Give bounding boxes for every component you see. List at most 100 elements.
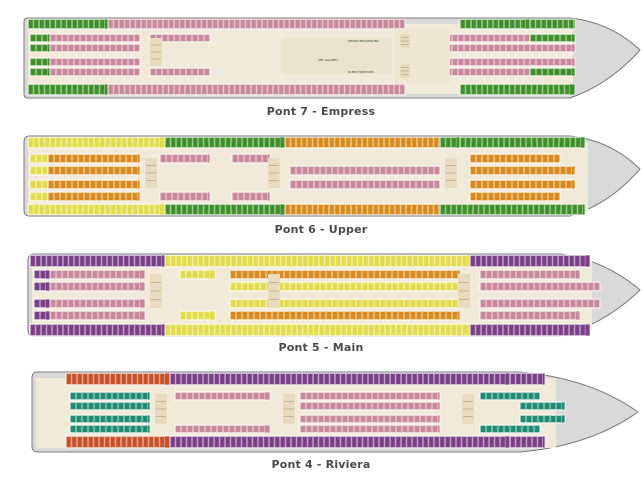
cabin [134, 68, 140, 76]
cabin [126, 180, 132, 189]
cabin [386, 180, 392, 189]
cabin [362, 270, 368, 279]
cabin [568, 19, 574, 29]
cabin [240, 84, 246, 95]
cabin [564, 282, 570, 291]
cabin [386, 311, 392, 320]
cabin [329, 436, 335, 448]
cabin [512, 180, 518, 189]
cabin [521, 373, 527, 385]
cabin [88, 204, 94, 215]
cabin [54, 166, 60, 175]
cabin [498, 282, 504, 291]
cabin [236, 436, 242, 448]
cabin [179, 84, 185, 95]
cabin [345, 137, 351, 148]
cabin [324, 436, 330, 448]
cabin [80, 68, 86, 76]
cabin [250, 192, 256, 201]
cabin [408, 402, 414, 410]
cabin [333, 84, 339, 95]
cabin [512, 34, 518, 42]
cabin [378, 415, 384, 423]
deck-7-plan: ART GALLERY SHORE EXCURSIONS GUEST SERVI… [0, 0, 642, 120]
cabin [98, 311, 104, 320]
cabin [334, 137, 340, 148]
cabin [519, 324, 525, 336]
cabin [412, 255, 418, 267]
cabin [196, 84, 202, 95]
cabin [110, 58, 116, 66]
cabin [362, 373, 368, 385]
cabin [542, 68, 548, 76]
cabin [542, 58, 548, 66]
cabin [62, 311, 68, 320]
cabin [374, 255, 380, 267]
cabin [486, 425, 492, 433]
cabin [114, 166, 120, 175]
cabin [54, 154, 60, 163]
cabin [212, 84, 218, 95]
cabin [532, 436, 538, 448]
cabin [269, 255, 275, 267]
cabin [335, 324, 341, 336]
cabin [290, 299, 296, 308]
cabin [297, 255, 303, 267]
cabin [379, 436, 385, 448]
cabin [94, 19, 100, 29]
cabin [458, 44, 464, 52]
cabin [181, 137, 187, 148]
cabin [434, 270, 440, 279]
cabin [480, 392, 486, 400]
cabin [504, 19, 510, 29]
cabin [372, 415, 378, 423]
cabin [392, 311, 398, 320]
cabin [498, 137, 504, 148]
cabin [356, 180, 362, 189]
cabin [44, 204, 50, 215]
cabin [470, 192, 476, 201]
cabin [187, 204, 193, 215]
cabin [360, 425, 366, 433]
cabin [426, 415, 432, 423]
cabin [536, 180, 542, 189]
cabin [192, 311, 198, 320]
cabin [534, 282, 540, 291]
cabin [464, 58, 470, 66]
cabin [476, 58, 482, 66]
cabin [236, 373, 242, 385]
stair-step [459, 282, 469, 283]
cabin [306, 392, 312, 400]
cabin [68, 255, 74, 267]
cabin [318, 204, 324, 215]
cabin [339, 19, 345, 29]
cabin [36, 58, 42, 66]
cabin [434, 436, 440, 448]
cabin [379, 324, 385, 336]
cabin [476, 44, 482, 52]
cabin [504, 425, 510, 433]
cabin [50, 58, 56, 66]
cabin [500, 436, 506, 448]
cabin [510, 373, 516, 385]
cabin [557, 19, 563, 29]
cabin [104, 311, 110, 320]
cabin [558, 282, 564, 291]
cabin [84, 180, 90, 189]
cabin [135, 84, 141, 95]
cabin [94, 415, 100, 423]
cabin [362, 311, 368, 320]
cabin [236, 282, 242, 291]
cabin [524, 44, 530, 52]
cabin [580, 255, 586, 267]
cabin [106, 415, 112, 423]
cabin [50, 44, 56, 52]
cabin [465, 137, 471, 148]
cabin [55, 19, 61, 29]
cabin [522, 425, 528, 433]
cabin [434, 282, 440, 291]
cabin [62, 34, 68, 42]
cabin [520, 84, 526, 95]
cabin [541, 255, 547, 267]
cabin [159, 436, 165, 448]
